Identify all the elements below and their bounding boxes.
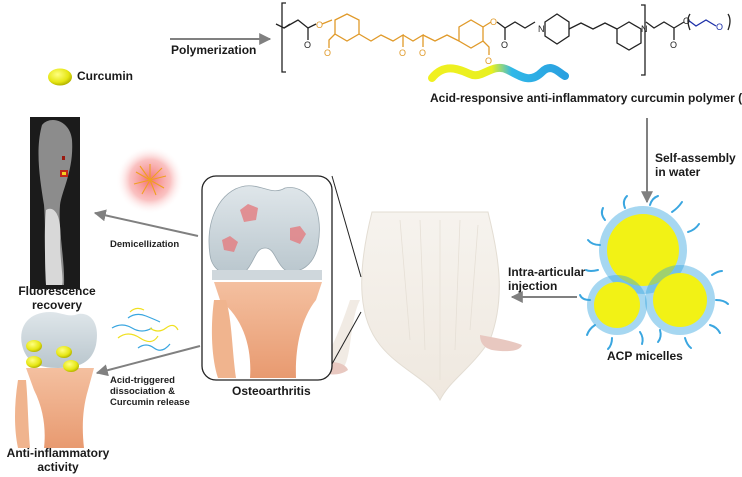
- dissociated-micelle-graphic: [133, 164, 167, 196]
- zoom-line-top: [331, 175, 362, 278]
- svg-text:O: O: [419, 48, 426, 58]
- svg-text:O: O: [399, 48, 406, 58]
- acp-micelles-graphic: [579, 195, 729, 350]
- mouse-illustration: [318, 211, 522, 402]
- self-assembly-label: Self-assembly in water: [655, 151, 736, 180]
- svg-text:O: O: [304, 40, 311, 50]
- self-assembly-line-2: in water: [655, 164, 701, 179]
- acid-release-label: Acid-triggered dissociation & Curcumin r…: [110, 375, 190, 409]
- svg-text:O: O: [501, 40, 508, 50]
- svg-text:O: O: [683, 16, 690, 26]
- svg-text:O: O: [316, 20, 323, 30]
- svg-text:N: N: [538, 24, 545, 34]
- demicellization-arrow: [93, 209, 199, 237]
- self-assembly-line-1: Self-assembly: [655, 151, 736, 165]
- osteoarthritis-label: Osteoarthritis: [232, 384, 311, 398]
- micelles-label: ACP micelles: [607, 349, 683, 363]
- injection-line-1: Intra-articular: [508, 265, 586, 279]
- anti-inflammatory-line-1: Anti-inflammatory: [6, 446, 110, 460]
- polymer-chain-graphic: [428, 64, 569, 83]
- svg-text:N: N: [641, 24, 648, 34]
- fluorescence-line-2: recovery: [31, 297, 83, 312]
- svg-text:O: O: [716, 22, 723, 32]
- anti-inflammatory-label: Anti-inflammatory activity: [0, 446, 116, 475]
- anti-inflammatory-line-2: activity: [37, 459, 79, 474]
- fluorescence-image: [30, 117, 80, 289]
- acid-release-line-2: dissociation &: [110, 385, 175, 397]
- chem-atom-labels: O O O O O O O O N N O O O: [304, 16, 723, 66]
- polymer-label: Acid-responsive anti-inflammatory curcum…: [430, 91, 742, 105]
- anti-inflammatory-knee-illustration: [15, 312, 98, 448]
- svg-text:O: O: [490, 17, 497, 27]
- svg-text:O: O: [324, 48, 331, 58]
- svg-text:O: O: [670, 40, 677, 50]
- curcumin-legend-label: Curcumin: [77, 69, 134, 83]
- polymerization-label: Polymerization: [171, 43, 257, 57]
- osteoarthritis-knee-illustration: [201, 175, 333, 381]
- demicellization-label: Demicellization: [110, 239, 180, 250]
- injection-label: Intra-articular injection: [508, 265, 586, 294]
- fluorescence-line-1: Fluorescence: [18, 284, 96, 298]
- svg-text:O: O: [485, 56, 492, 66]
- acp-chemical-structure: [275, 2, 731, 76]
- acid-release-line-3: Curcumin release: [110, 396, 190, 408]
- injection-line-2: injection: [508, 278, 558, 293]
- acid-release-line-1: Acid-triggered: [110, 375, 175, 386]
- zoom-line-bottom: [331, 311, 362, 365]
- fluorescence-label: Fluorescence recovery: [12, 284, 102, 313]
- curcumin-legend-icon: [48, 68, 72, 86]
- dissociated-chains-graphic: [111, 307, 179, 351]
- acid-release-arrow: [95, 345, 201, 377]
